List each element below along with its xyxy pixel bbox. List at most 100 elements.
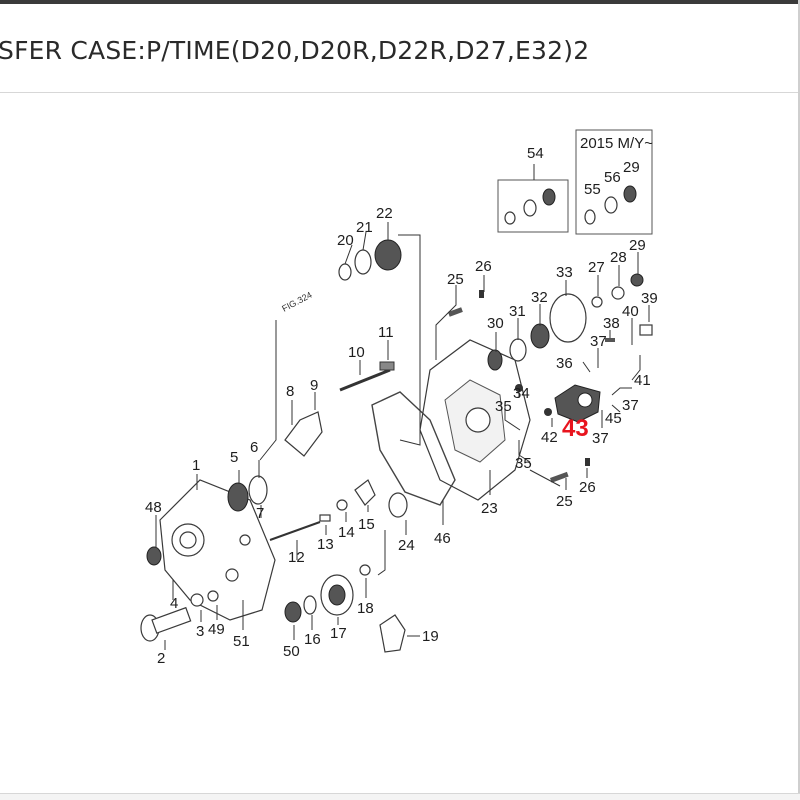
label-25-top: 25 — [447, 271, 464, 288]
bottom-edge — [0, 793, 800, 800]
figure-reference: FIG.324 — [280, 290, 313, 314]
ring-16 — [303, 595, 317, 615]
label-41: 41 — [634, 372, 651, 389]
label-26-low: 26 — [579, 479, 596, 496]
label-26-top: 26 — [475, 258, 492, 275]
ring-21 — [354, 249, 372, 275]
washer-3 — [190, 593, 204, 607]
label-49: 49 — [208, 621, 225, 638]
label-24: 24 — [398, 537, 415, 554]
output-flange — [140, 606, 192, 642]
label-31: 31 — [509, 303, 526, 320]
seal-5 — [227, 482, 249, 512]
label-29-top: 29 — [623, 159, 640, 176]
label-32: 32 — [531, 289, 548, 306]
label-43-highlight: 43 — [562, 415, 589, 442]
washer-14 — [336, 499, 348, 511]
label-35-top: 35 — [495, 398, 512, 415]
label-19: 19 — [422, 628, 439, 645]
model-year-box: 2015 M/Y~ — [575, 129, 653, 235]
bearing-24 — [388, 492, 408, 518]
label-17: 17 — [330, 625, 347, 642]
bolt-49 — [207, 590, 219, 602]
label-5: 5 — [230, 449, 238, 466]
actuator-assembly-43 — [554, 384, 601, 423]
label-33: 33 — [556, 264, 573, 281]
label-11: 11 — [378, 324, 394, 341]
washer-18 — [359, 564, 371, 576]
label-30: 30 — [487, 315, 504, 332]
label-38: 38 — [603, 315, 620, 332]
label-16: 16 — [304, 631, 321, 648]
label-37-low: 37 — [592, 430, 609, 447]
label-3: 3 — [196, 623, 204, 640]
oil-pump — [379, 614, 406, 653]
label-42: 42 — [541, 429, 558, 446]
drive-plate-33 — [549, 293, 587, 343]
seal-48 — [146, 546, 162, 566]
label-27: 27 — [588, 259, 605, 276]
label-10: 10 — [348, 344, 365, 361]
exploded-parts-diagram: 2015 M/Y~ FIG.324 — [140, 129, 658, 667]
seal-28 — [611, 286, 625, 300]
label-40: 40 — [622, 303, 639, 320]
label-29: 29 — [629, 237, 646, 254]
snap-ring-6 — [248, 475, 268, 505]
bolt-25 — [448, 307, 463, 317]
label-37-mid: 37 — [622, 397, 639, 414]
label-18: 18 — [357, 600, 374, 617]
label-14: 14 — [338, 524, 355, 541]
label-35-low: 35 — [515, 455, 532, 472]
bearing-31 — [509, 338, 527, 362]
label-21: 21 — [356, 219, 373, 236]
label-4: 4 — [170, 595, 178, 612]
model-year-label: 2015 M/Y~ — [580, 135, 653, 152]
label-13: 13 — [317, 536, 334, 553]
shift-rail — [339, 368, 391, 392]
label-36: 36 — [556, 355, 573, 372]
pin-26-lower — [585, 458, 590, 466]
part-labels: 54 55 56 29 22 21 20 26 25 33 27 28 29 3… — [145, 145, 658, 667]
bearing-30 — [487, 349, 503, 371]
label-55: 55 — [584, 181, 601, 198]
header-bar: SFER CASE:P/TIME(D20,D20R,D22R,D27,E32)2 — [0, 0, 800, 93]
label-2: 2 — [157, 650, 165, 667]
right-edge — [798, 0, 800, 800]
label-15: 15 — [358, 516, 375, 533]
label-6: 6 — [250, 439, 258, 456]
seal-42 — [544, 408, 552, 416]
label-22: 22 — [376, 205, 393, 222]
rear-case-housing — [419, 339, 531, 501]
bolt-38 — [605, 338, 615, 342]
plug-39 — [639, 324, 653, 336]
pin-13 — [319, 514, 331, 522]
label-23: 23 — [481, 500, 498, 517]
label-28-top: 28 — [610, 249, 627, 266]
label-9: 9 — [310, 377, 318, 394]
bearing-22 — [374, 239, 402, 271]
leader-lines — [155, 222, 650, 650]
label-7: 7 — [256, 505, 264, 522]
seal-29 — [630, 273, 644, 287]
drive-sprocket — [320, 574, 354, 616]
seal-50 — [284, 601, 302, 623]
front-case-housing — [159, 479, 276, 621]
shaft-12 — [269, 521, 321, 541]
bolt-25-lower — [549, 471, 569, 483]
label-8: 8 — [286, 383, 294, 400]
label-51: 51 — [233, 633, 250, 650]
label-12: 12 — [288, 549, 305, 566]
kit-54-box — [497, 164, 569, 233]
label-56: 56 — [604, 169, 621, 186]
case-gasket — [371, 391, 456, 506]
label-45: 45 — [605, 410, 622, 427]
label-46: 46 — [434, 530, 451, 547]
label-48: 48 — [145, 499, 162, 516]
label-1: 1 — [192, 457, 200, 474]
label-39: 39 — [641, 290, 658, 307]
shift-fork — [284, 411, 323, 457]
seal-20 — [338, 263, 352, 281]
pin-26 — [479, 290, 484, 298]
label-20: 20 — [337, 232, 354, 249]
